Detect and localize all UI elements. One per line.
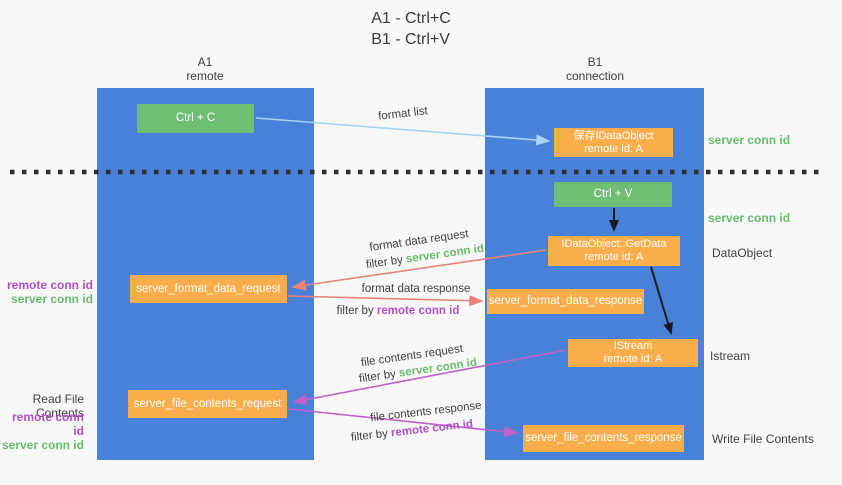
server-file-contents-request-label: server_file_contents_request [133,397,282,410]
istream-line2: remote id: A [603,353,663,365]
filter-by-text: filter by [336,305,374,317]
server-format-data-response-label: server_format_data_response [488,295,643,307]
save-idataobject-line1: 保存IDataObject [573,129,654,142]
ctrl-c-label: Ctrl + C [175,112,216,124]
save-idataobject-line2: remote id: A [584,142,643,155]
server-format-data-request-box: server_format_data_request [130,275,287,303]
server-conn-id-label-left-top: server conn id [10,292,93,306]
read-file-contents-label: Read File Contents [32,392,84,420]
dataobject-label: DataObject [712,246,773,260]
column-b1-subtitle: connection [565,69,625,83]
remote-conn-id-label-top: remote conn id [6,278,93,292]
istream-box: IStream remote id: A [568,339,698,367]
save-idataobject-box: 保存IDataObject remote id: A [554,128,673,157]
column-header-a1: A1 remote [145,55,265,83]
remote-conn-id-label-bottom: remote conn id [11,410,84,438]
server-format-data-response-box: server_format_data_response [487,289,644,314]
file-contents-request-arrow [292,349,567,406]
left-conn-id-block-top: remote conn id server conn id [0,278,93,306]
format-data-request-arrow [291,249,547,291]
column-b1-id: B1 [587,55,603,69]
left-conn-id-block-bottom: remote conn id server conn id [0,410,84,452]
format-data-response-label: format data response [361,283,471,295]
server-conn-id-label-mid: server conn id [708,211,791,225]
column-header-b1: B1 connection [535,55,655,83]
server-conn-id-label-left-bottom: server conn id [1,438,84,452]
title-line-ctrl-c: A1 - Ctrl+C [371,10,451,27]
server-file-contents-response-label: server_file_contents_response [525,432,682,444]
getdata-line1: IDataObject::GetData [561,238,667,250]
format-data-response-arrow [287,295,484,307]
write-file-contents-label: Write File Contents [712,432,814,446]
server-format-data-request-label: server_format_data_request [136,282,281,295]
ctrl-v-label: Ctrl + V [593,188,633,200]
ctrl-v-box: Ctrl + V [554,182,672,207]
column-a1-id: A1 [197,55,213,69]
getdata-line2: remote id: A [584,251,644,263]
getdata-to-istream-arrow [650,266,673,335]
server-conn-id-label-top: server conn id [708,133,791,147]
istream-line1: IStream [613,340,653,352]
title-line-ctrl-v: B1 - Ctrl+V [371,31,450,48]
column-a1-subtitle: remote [186,69,224,83]
remote-conn-id-filter-text-1: remote conn id [376,305,460,317]
format-list-arrow [255,117,551,146]
filter-by-remote-conn-id-label-1: filter by remote conn id [337,305,460,317]
file-contents-response-arrow [288,408,519,438]
server-file-contents-response-box: server_file_contents_response [523,425,684,452]
istream-side-label: Istream [710,349,751,363]
server-file-contents-request-box: server_file_contents_request [128,390,287,418]
idataobject-getdata-box: IDataObject::GetData remote id: A [548,236,680,266]
ctrl-c-box: Ctrl + C [137,104,254,133]
diagram-title: A1 - Ctrl+C B1 - Ctrl+V [371,8,451,50]
